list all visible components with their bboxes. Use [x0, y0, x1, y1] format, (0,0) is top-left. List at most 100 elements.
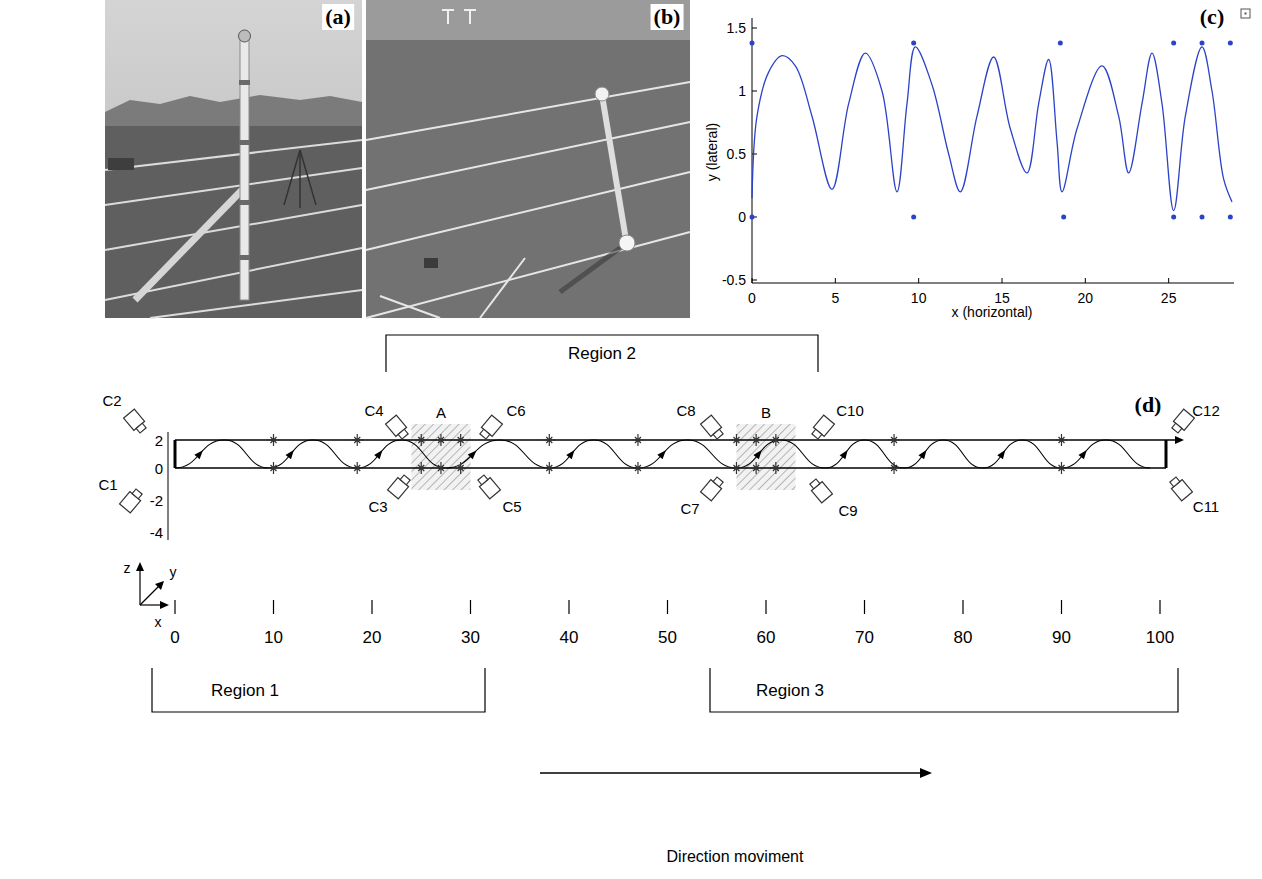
axis-tick-mark	[752, 278, 753, 283]
axis-tick-mark	[962, 600, 963, 614]
camera-symbol	[810, 415, 835, 441]
marker-star	[750, 462, 762, 474]
arrow-head	[160, 601, 169, 609]
marker-star	[268, 462, 280, 474]
lane-line	[380, 296, 440, 318]
camera-label: C7	[680, 501, 699, 516]
axis-tick-mark	[1168, 278, 1169, 283]
axis-tick: 0	[738, 210, 746, 224]
camera-label: C3	[368, 499, 387, 514]
axis-tick-mark	[1085, 278, 1086, 283]
marker-star	[632, 434, 644, 446]
hatched-zone	[411, 424, 470, 490]
marker-star	[543, 434, 555, 446]
marker-dot	[1200, 215, 1205, 220]
axis-tick-mark	[273, 600, 274, 614]
marker-star	[435, 434, 447, 446]
camera-lens	[713, 429, 723, 439]
track-surface	[366, 0, 690, 318]
camera-lens	[1172, 423, 1182, 433]
marker-star	[1056, 434, 1068, 446]
panel-letter: (b)	[651, 4, 684, 30]
region-bracket	[152, 668, 485, 712]
marker-dot	[1171, 41, 1176, 46]
tree-line	[105, 95, 362, 128]
marker-dot	[750, 215, 755, 220]
marker-star	[351, 434, 363, 446]
direction-label: Direction moviment	[667, 849, 804, 865]
marker-star	[730, 462, 742, 474]
arrow-head	[920, 768, 932, 778]
path-arrow-head	[566, 448, 577, 459]
marker-star	[415, 462, 427, 474]
axis-tick: 40	[560, 629, 579, 646]
panel-letter: (d)	[1132, 392, 1165, 418]
camera-symbol	[476, 473, 501, 499]
background-strip	[366, 0, 690, 40]
axis-tick-mark	[568, 600, 569, 614]
camera-lens	[713, 477, 723, 487]
tripod-leg	[284, 150, 300, 205]
pole-band	[239, 200, 250, 205]
movement-path	[175, 440, 1150, 468]
region-bracket	[710, 668, 1178, 712]
marker-star	[1056, 462, 1068, 474]
axis-tick-mark	[765, 600, 766, 614]
marker-star	[455, 462, 467, 474]
marker-star	[750, 434, 762, 446]
camera-lens	[400, 475, 410, 485]
camera-lens	[136, 423, 146, 433]
marker-star	[730, 434, 742, 446]
path-arrow-head	[840, 448, 851, 459]
path-arrow-head	[1078, 448, 1089, 459]
marker-dot	[1171, 215, 1176, 220]
camera-label: C12	[1192, 403, 1220, 418]
marker-dot	[911, 41, 916, 46]
axis-tick: 10	[911, 291, 927, 305]
axis-tick-mark	[470, 600, 471, 614]
camera-label: C9	[838, 503, 857, 518]
marker-dot	[750, 41, 755, 46]
pole-band	[239, 255, 250, 260]
axis-tick-mark	[667, 600, 668, 614]
region-bracket	[386, 335, 818, 372]
lane-line	[480, 258, 525, 318]
axis-letter: x	[155, 615, 162, 629]
marker-dot	[911, 215, 916, 220]
axis-tick: 1	[738, 84, 746, 98]
path-arrow-head	[753, 448, 764, 459]
camera-lens	[480, 429, 490, 439]
camera-symbol	[701, 475, 726, 501]
diagonal-pole	[135, 190, 242, 300]
axis-tick: -0.5	[722, 273, 746, 287]
track-surface	[105, 126, 362, 318]
camera-symbol	[1170, 409, 1195, 435]
y-axis	[752, 18, 753, 283]
axis-tick: 80	[954, 629, 973, 646]
pole-band	[239, 80, 250, 85]
marker-star	[435, 462, 447, 474]
vertical-pole	[240, 38, 249, 300]
axis-tick: 70	[855, 629, 874, 646]
y-axis	[168, 432, 169, 540]
axis-tick-mark	[752, 280, 757, 281]
camera-symbol	[1168, 475, 1193, 501]
axis-icon-line	[139, 570, 140, 605]
pole-marker	[239, 30, 251, 42]
marker-dot	[1228, 41, 1233, 46]
track-end	[1165, 440, 1168, 468]
axis-tick: -4	[150, 525, 163, 540]
axis-tick: 60	[757, 629, 776, 646]
arrow-head	[155, 581, 164, 590]
camera-symbol	[808, 477, 833, 503]
camera-lens	[810, 479, 820, 489]
track-end	[174, 440, 177, 468]
camera-label: C1	[98, 477, 117, 492]
axis-tick: 25	[1161, 291, 1177, 305]
axis-tick: 0	[170, 629, 179, 646]
trajectory-curve	[752, 47, 1232, 211]
axis-tick-mark	[864, 600, 865, 614]
figure-icon-dot	[1245, 13, 1247, 15]
